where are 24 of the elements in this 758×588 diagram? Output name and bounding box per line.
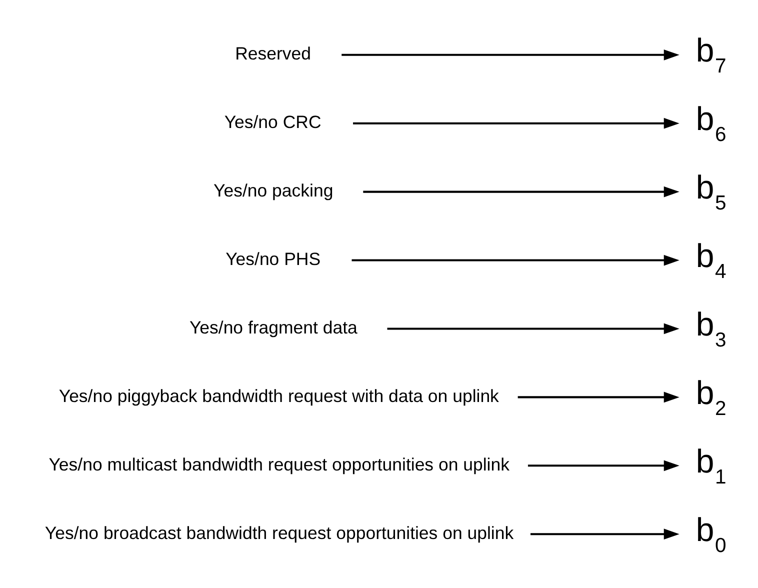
node-text: b$_{4}$ [696,236,726,282]
node-text: Yes/no packing [214,180,334,200]
arrow [342,48,680,60]
node-text: b$_{6}$ [696,100,726,146]
arrow [353,117,680,128]
node-text: Yes/no piggyback bandwidth request with data on uplink [58,385,499,406]
arrow [518,391,680,402]
node-text: b$_{5}$ [696,168,726,214]
node-text: b$_{2}$ [696,373,726,420]
node-text: b$_{0}$ [696,510,726,556]
node-text: Reserved [235,43,312,64]
node-text: Yes/no broadcast bandwidth request opportunities on uplink [44,522,514,542]
arrow [363,186,680,197]
node-text: Yes/no CRC [224,112,322,132]
node-text: Yes/no fragment data [189,316,358,337]
node-text: b$_{3}$ [696,304,726,351]
arrow [387,322,680,334]
arrow [352,254,680,266]
node-text: b$_{1}$ [696,442,726,488]
arrow [530,528,680,540]
node-text: b$_{7}$ [696,31,726,78]
node-text: Yes/no PHS [226,248,321,268]
arrow [528,460,680,471]
node-text: Yes/no multicast bandwidth request opportunities on uplink [48,454,510,474]
